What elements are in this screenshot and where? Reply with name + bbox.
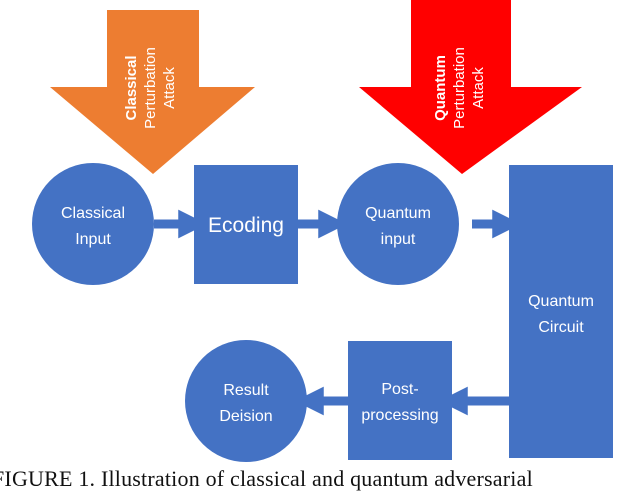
quantum-attack-line2: Perturbation (451, 47, 468, 129)
result-decision-line1: Result (223, 382, 269, 399)
classical-attack-line3: Attack (161, 67, 178, 109)
quantum-input-line1: Quantum (365, 205, 431, 222)
classical-input-node (32, 163, 154, 285)
classical-attack-label: Classical Perturbation Attack (123, 47, 178, 129)
classical-attack-title: Classical (123, 55, 140, 120)
classical-attack-arrow (50, 10, 255, 174)
classical-input-line2: Input (75, 231, 111, 248)
figure-caption: FIGURE 1. Illustration of classical and … (0, 466, 533, 491)
quantum-circuit-line1: Quantum (528, 293, 594, 310)
quantum-attack-title: Quantum (432, 55, 449, 121)
quantum-input-node (337, 163, 459, 285)
post-processing-node (348, 341, 452, 460)
classical-attack-line2: Perturbation (142, 47, 159, 129)
classical-input-line1: Classical (61, 205, 125, 222)
quantum-circuit-node (509, 165, 613, 458)
result-decision-line2: Deision (219, 408, 272, 425)
result-decision-node (185, 340, 307, 462)
encoding-node (194, 165, 298, 284)
quantum-attack-arrow (359, 0, 582, 174)
quantum-circuit-line2: Circuit (538, 319, 584, 336)
quantum-attack-label: Quantum Perturbation Attack (432, 47, 487, 129)
encoding-label: Ecoding (208, 214, 284, 237)
quantum-attack-line3: Attack (470, 67, 487, 109)
quantum-input-line2: input (381, 231, 416, 248)
post-processing-line1: Post- (381, 381, 418, 398)
post-processing-line2: processing (361, 407, 438, 424)
